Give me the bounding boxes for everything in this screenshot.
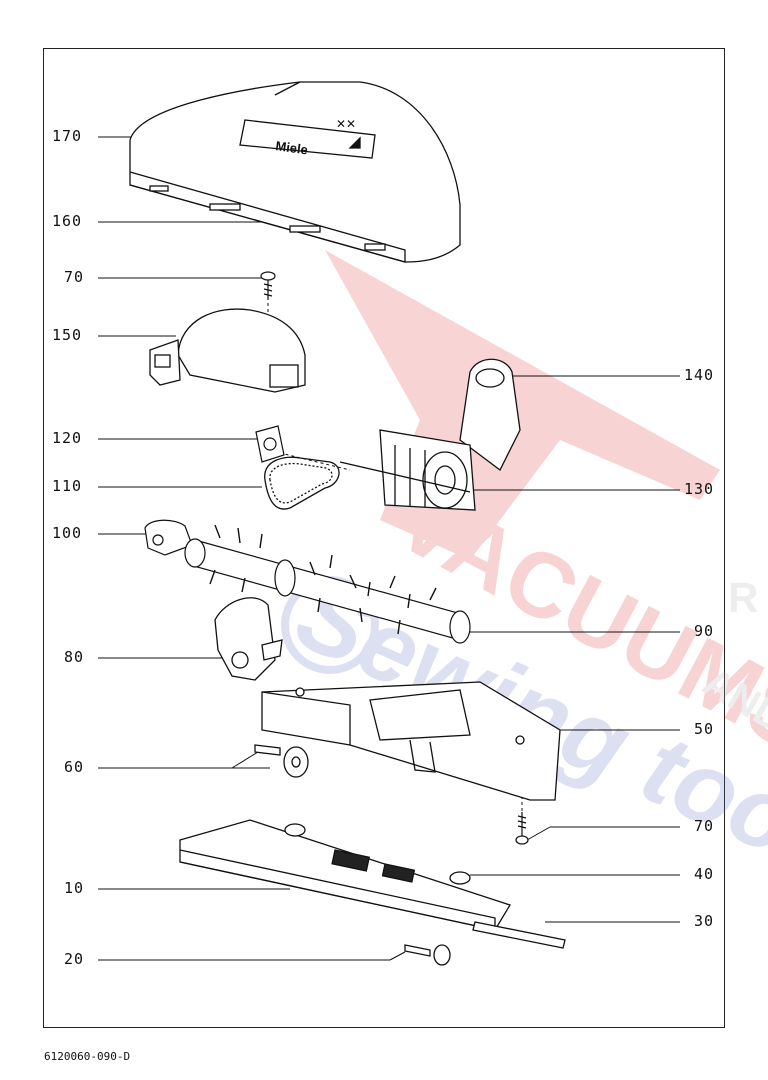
label-90: 90	[694, 622, 715, 640]
part-rod	[472, 921, 566, 949]
label-140: 140	[684, 366, 715, 384]
label-70-top: 70	[64, 268, 85, 286]
part-base-frame	[261, 681, 561, 801]
label-160: 160	[52, 212, 83, 230]
label-40: 40	[694, 865, 715, 883]
part-side-housing	[214, 597, 283, 681]
label-10: 10	[64, 879, 85, 897]
part-cover: Miele ✕✕	[129, 81, 461, 263]
watermark-arrow	[325, 250, 720, 560]
part-screw-top	[260, 271, 276, 300]
watermark-r: R	[728, 574, 758, 621]
label-20: 20	[64, 950, 85, 968]
label-170: 170	[52, 127, 83, 145]
label-80: 80	[64, 648, 85, 666]
label-70-bottom: 70	[694, 817, 715, 835]
part-screw-bottom	[515, 812, 529, 845]
label-110: 110	[52, 477, 83, 495]
part-motor-housing	[149, 308, 306, 393]
label-50: 50	[694, 720, 715, 738]
part-drive-belt	[264, 456, 340, 510]
part-brush-roller	[184, 524, 471, 644]
part-wheel	[254, 744, 309, 778]
part-end-cap	[144, 519, 193, 556]
label-60: 60	[64, 758, 85, 776]
part-bracket	[255, 425, 285, 463]
label-100: 100	[52, 524, 83, 542]
part-motor	[339, 358, 521, 511]
drawing-frame	[43, 48, 725, 1028]
label-150: 150	[52, 326, 83, 344]
cover-symbols-text: ✕✕	[336, 117, 356, 131]
label-30: 30	[694, 912, 715, 930]
label-130: 130	[684, 480, 715, 498]
part-pin-wheel	[404, 944, 451, 966]
label-120: 120	[52, 429, 83, 447]
cover-brand-text: Miele	[275, 138, 309, 157]
document-code: 6120060-090-D	[44, 1050, 131, 1063]
part-sole-plate	[179, 819, 511, 931]
